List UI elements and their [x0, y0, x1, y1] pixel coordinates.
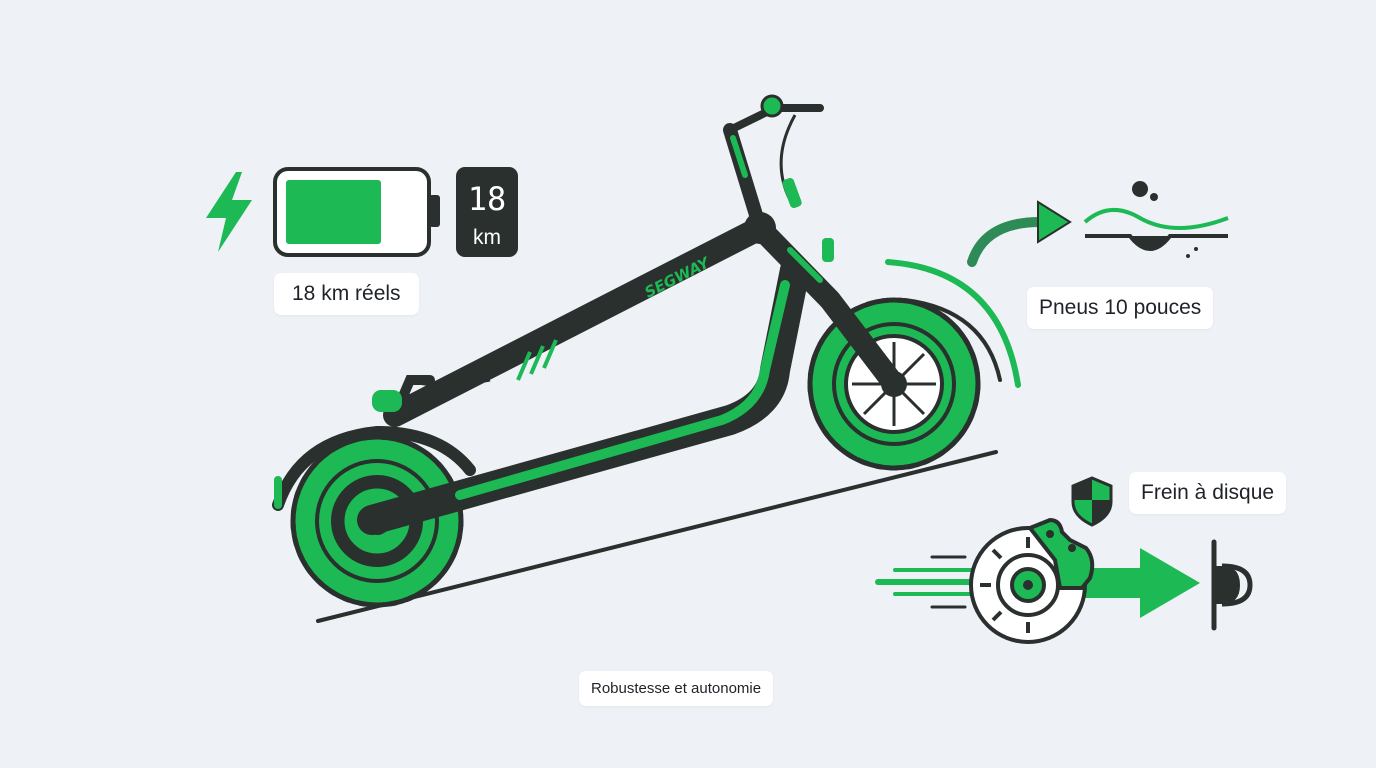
disc-brake-icon [969, 518, 1095, 644]
shield-icon [1071, 476, 1113, 527]
stop-icon [1211, 539, 1253, 631]
odometer-unit: km [473, 226, 501, 249]
terrain-icon [1083, 181, 1229, 258]
odometer-icon: 18 km [456, 167, 518, 257]
tube-stripes [516, 339, 558, 381]
battery-icon [273, 167, 440, 257]
brake-label: Frein à disque [1129, 472, 1287, 514]
motion-arcs-icon [885, 259, 1021, 388]
tires-label: Pneus 10 pouces [1027, 287, 1214, 329]
lightning-icon [206, 172, 252, 252]
arrow-icon [967, 200, 1072, 267]
caption-label: Robustesse et autonomie [579, 671, 774, 706]
incline-line [316, 450, 998, 623]
range-label: 18 km réels [274, 273, 419, 315]
odometer-value: 18 [468, 180, 507, 218]
battery-level [286, 180, 381, 244]
speed-lines-icon [875, 555, 978, 609]
